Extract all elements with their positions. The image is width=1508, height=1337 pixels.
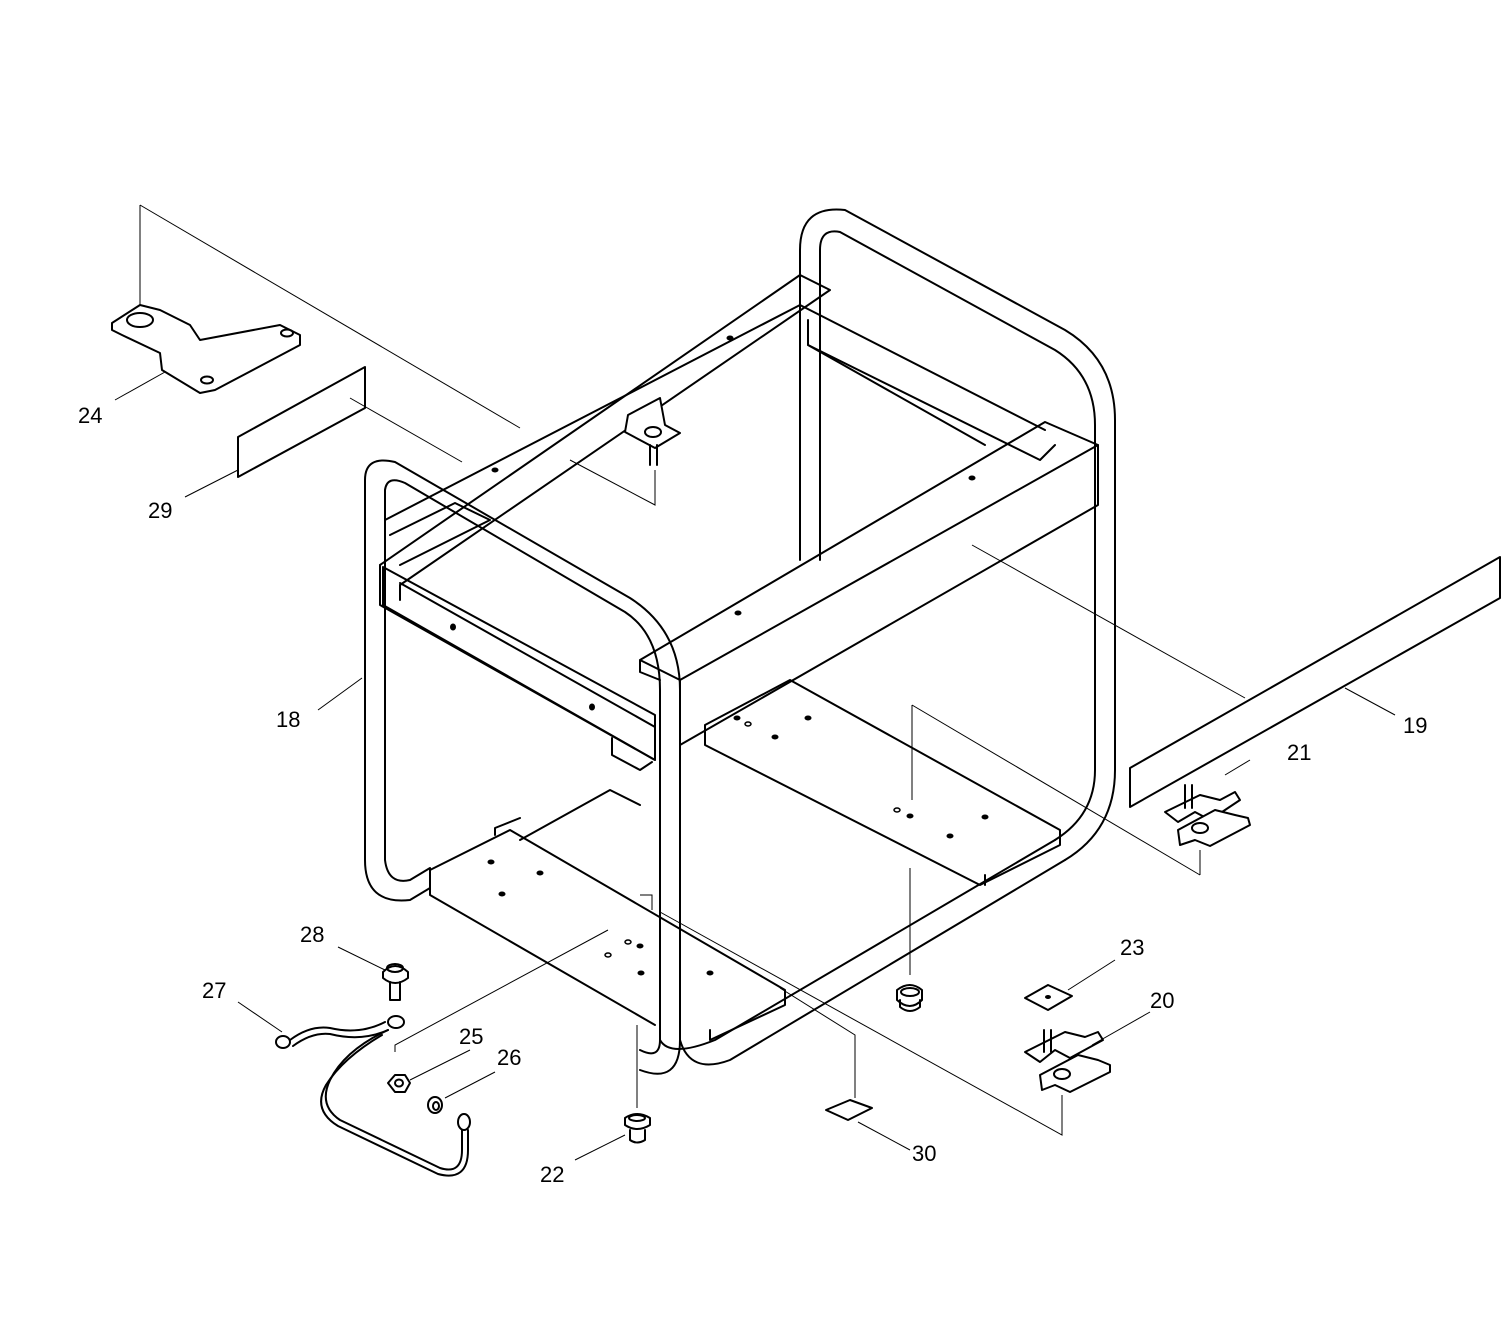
part-20-mount (1024, 1029, 1111, 1093)
part-number-labels: 24 29 18 19 21 23 20 28 27 25 26 22 30 (78, 403, 1427, 1187)
label-22: 22 (540, 1162, 564, 1187)
part-26-washer (427, 1096, 443, 1114)
top-mount-bracket (624, 397, 681, 466)
part-21-mount (1164, 784, 1251, 875)
part-28-bolt (382, 963, 409, 1001)
label-27: 27 (202, 978, 226, 1003)
label-29: 29 (148, 498, 172, 523)
tube-frame (364, 208, 1116, 1075)
label-20: 20 (1150, 988, 1174, 1013)
part-19-label (1129, 556, 1501, 808)
frame-holes (450, 335, 989, 976)
label-19: 19 (1403, 713, 1427, 738)
label-21: 21 (1287, 740, 1311, 765)
label-28: 28 (300, 922, 324, 947)
label-25: 25 (459, 1024, 483, 1049)
label-24: 24 (78, 403, 102, 428)
part-22-nut (624, 1113, 651, 1144)
frame-nut (896, 984, 923, 1012)
part-24-bracket (111, 304, 301, 394)
label-30: 30 (912, 1141, 936, 1166)
label-23: 23 (1120, 935, 1144, 960)
part-29-label (237, 366, 366, 478)
part-25-nut (387, 1074, 411, 1093)
part-23-washer (1024, 984, 1073, 1011)
leader-lines (114, 204, 1396, 1161)
part-27-cable (275, 1015, 471, 1177)
label-18: 18 (276, 707, 300, 732)
part-30-pad (825, 1099, 873, 1121)
label-26: 26 (497, 1045, 521, 1070)
